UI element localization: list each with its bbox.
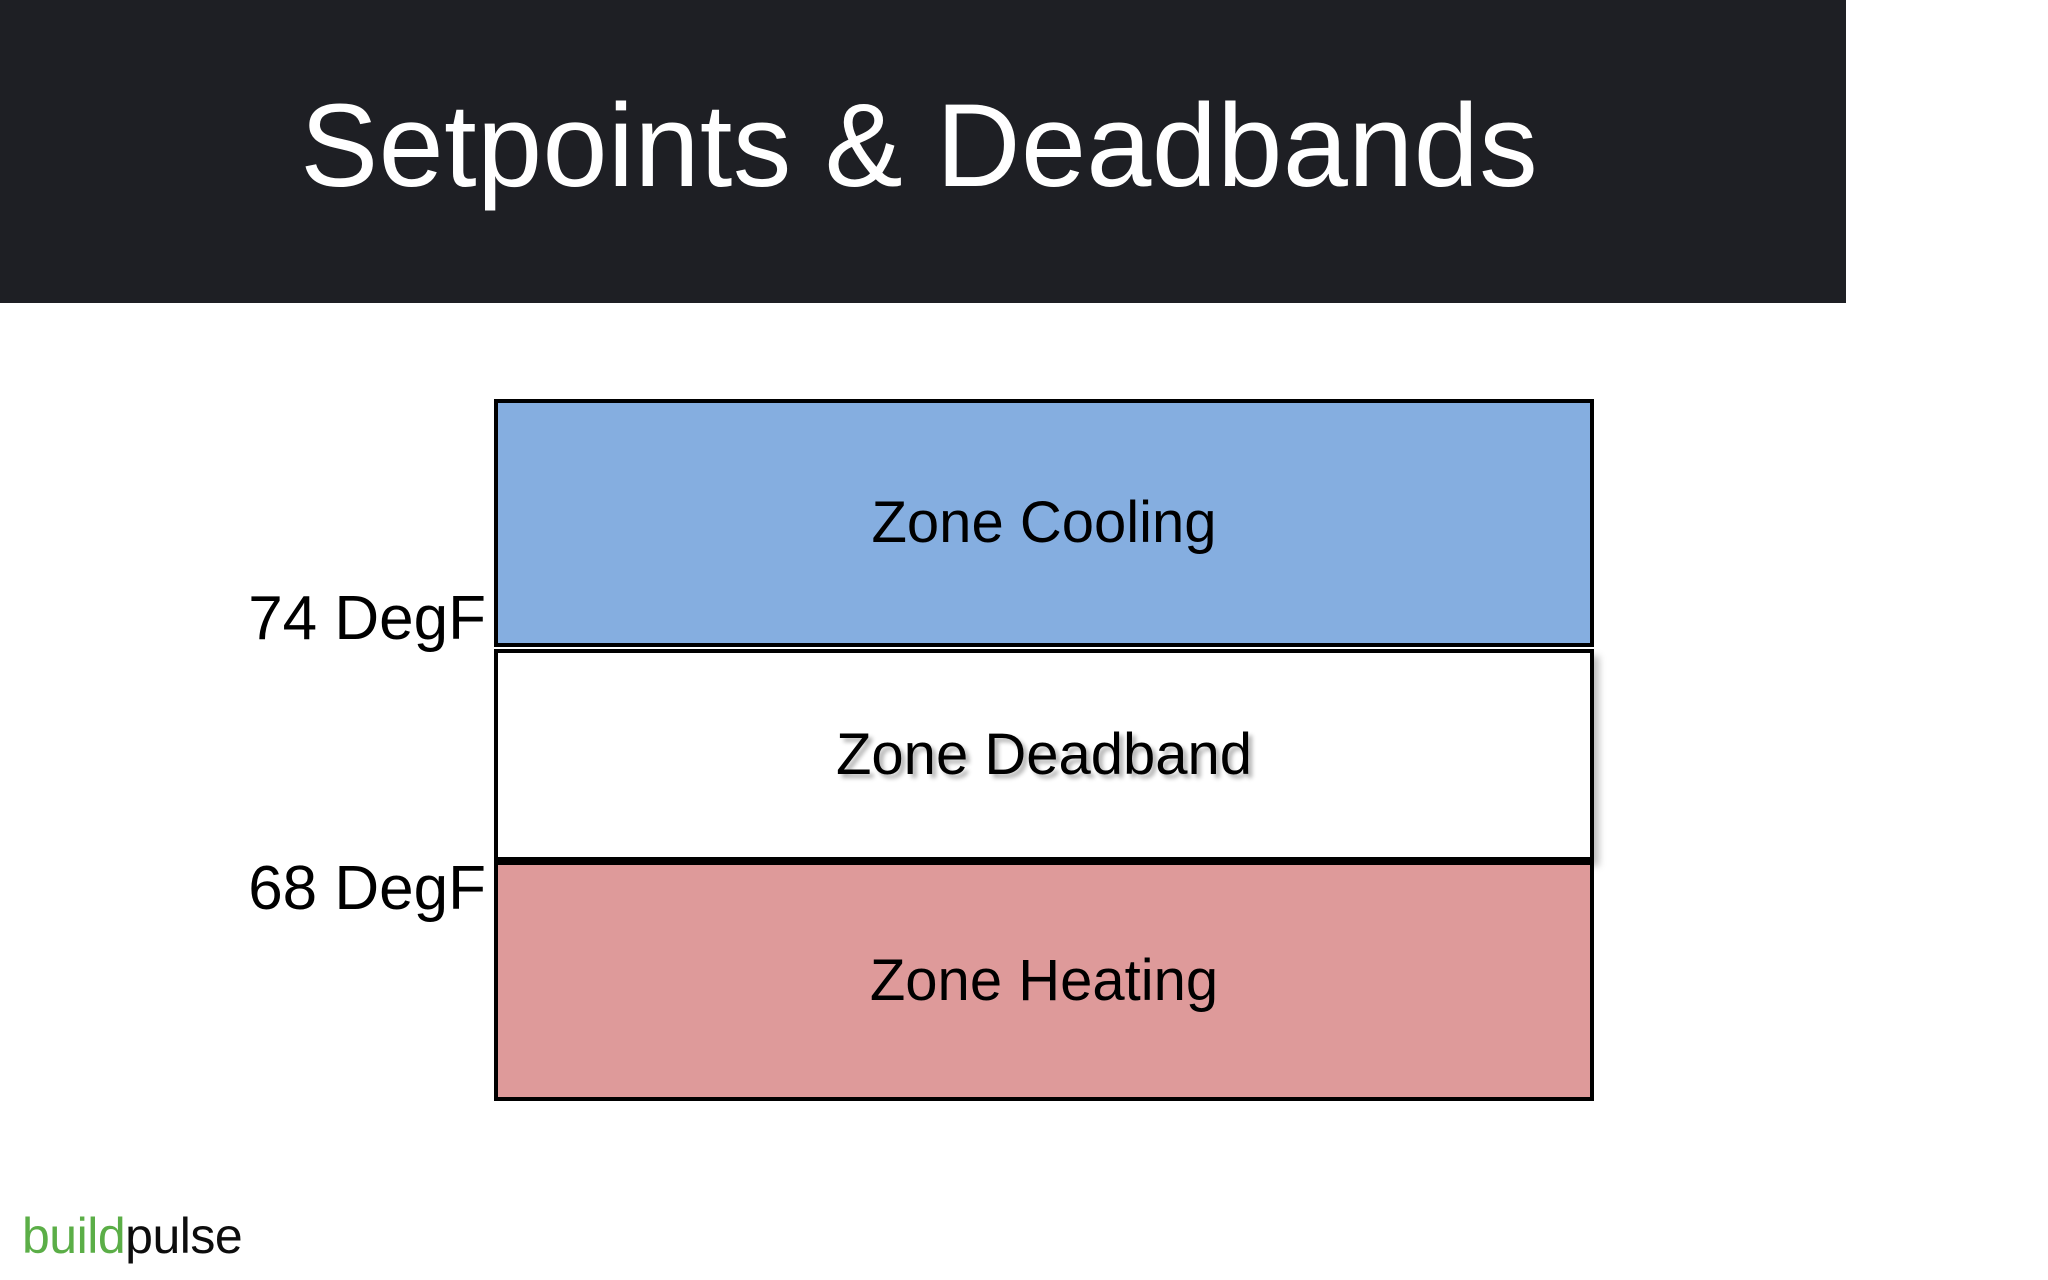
slide-title-bar: Setpoints & Deadbands [0, 0, 1846, 303]
page-title: Setpoints & Deadbands [300, 79, 1538, 212]
band-zone-cooling: Zone Cooling [494, 399, 1594, 647]
setpoint-label-heating: 68 DegF [248, 854, 486, 923]
band-zone-heating: Zone Heating [494, 861, 1594, 1101]
buildpulse-logo: buildpulse [22, 1208, 243, 1264]
band-zone-deadband: Zone Deadband [494, 649, 1594, 861]
logo-text-build: build [22, 1208, 126, 1264]
logo-text-pulse: pulse [125, 1208, 243, 1264]
band-label-zone-cooling: Zone Cooling [871, 490, 1217, 555]
band-label-zone-deadband: Zone Deadband [836, 722, 1252, 787]
band-label-zone-heating: Zone Heating [869, 948, 1219, 1013]
setpoint-label-cooling: 74 DegF [248, 584, 486, 653]
setpoint-deadband-diagram: Zone Cooling Zone Deadband Zone Heating … [0, 303, 2048, 1280]
